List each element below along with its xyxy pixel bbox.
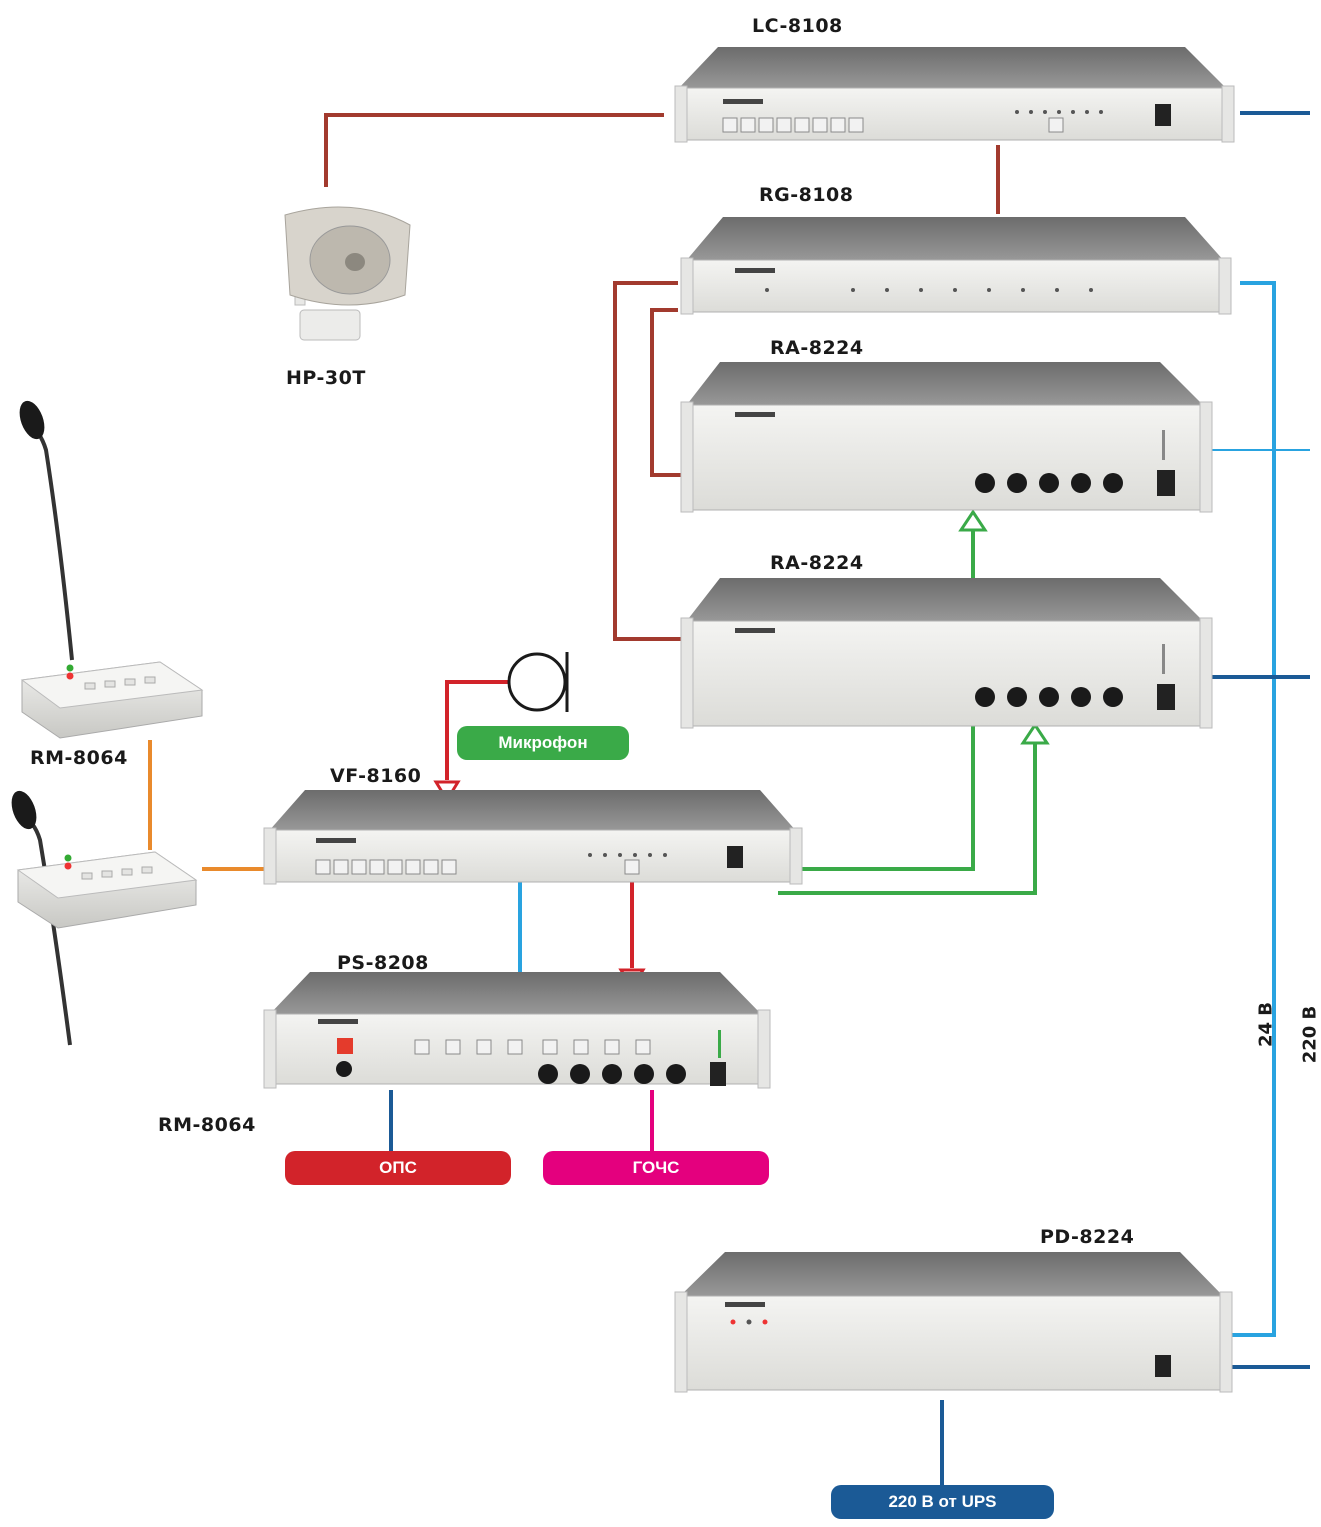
device-ps8208 (263, 972, 771, 1089)
label-rm8064-bottom: RM-8064 (158, 1114, 256, 1136)
ra-top-arrow-head (958, 509, 988, 532)
label-ps8208: PS-8208 (337, 952, 429, 974)
mic-signal-lines (445, 680, 634, 968)
badge-ups: 220 В от UPS (831, 1485, 1054, 1519)
device-ra8224-top (680, 362, 1213, 513)
label-pd8224: PD-8224 (1040, 1226, 1135, 1248)
ra-bottom-arrow-head (1020, 722, 1050, 745)
device-rm8064-bottom (11, 790, 198, 1046)
badge-ops: ОПС (285, 1151, 511, 1185)
device-hp30t (284, 206, 411, 341)
device-pd8224 (674, 1252, 1233, 1393)
rg-to-ra-bottom-line (613, 281, 684, 641)
label-vf8160: VF-8160 (330, 765, 422, 787)
device-rg8108 (680, 217, 1232, 315)
mic-to-vf-line (445, 680, 509, 780)
label-lc8108: LC-8108 (752, 15, 843, 37)
ps-to-ra-bottom-line (778, 743, 1037, 895)
label-ra8224-bottom: RA-8224 (770, 552, 864, 574)
device-ra8224-bottom (680, 578, 1213, 729)
bus-24v-main (1228, 281, 1276, 1337)
microphone-symbol (507, 652, 569, 712)
rg-to-ra-top-line (650, 308, 684, 477)
label-220v: 220 В (1299, 1005, 1321, 1064)
device-lc8108 (674, 47, 1235, 143)
rm-lines (148, 740, 268, 871)
device-vf8160 (263, 790, 803, 885)
control-lines (324, 113, 1000, 641)
lc-to-speaker-line (324, 113, 664, 187)
bus-220v-lines (389, 111, 1310, 1487)
bus-24v-lines (1210, 281, 1310, 1337)
badge-microphone: Микрофон (457, 726, 629, 760)
label-rg8108: RG-8108 (759, 184, 854, 206)
label-24v: 24 В (1255, 1001, 1277, 1048)
device-rm8064-top (19, 400, 204, 739)
label-rm8064-top: RM-8064 (30, 747, 128, 769)
badge-gochs: ГОЧС (543, 1151, 769, 1185)
label-hp30t: HP-30T (286, 367, 366, 389)
label-ra8224-top: RA-8224 (770, 337, 864, 359)
